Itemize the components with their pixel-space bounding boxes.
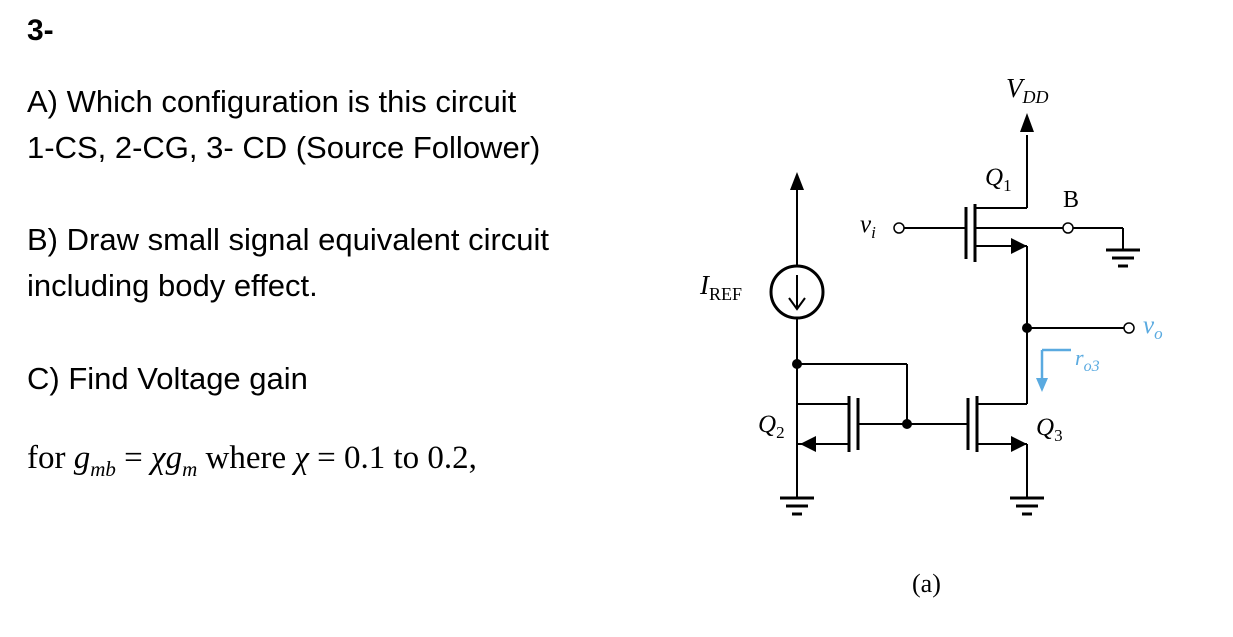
ground-icon: [1106, 248, 1140, 268]
part-c-line-1: C) Find Voltage gain: [27, 361, 308, 396]
q1-source-arrow: [1011, 238, 1027, 254]
ground-icon: [780, 496, 814, 516]
question-number: 3-: [27, 14, 54, 47]
b-label: B: [1063, 187, 1079, 213]
vdd-arrow: [1020, 113, 1034, 132]
q2-transistor: [797, 396, 968, 452]
ro3-indicator: [1040, 348, 1071, 382]
vdd-label: VDD: [1006, 73, 1049, 107]
q1-transistor: [904, 135, 1063, 404]
part-a-line-1: A) Which configuration is this circuit: [27, 84, 517, 119]
vi-label: vi: [860, 211, 876, 242]
ro3-label: ro3: [1075, 345, 1100, 375]
part-a-line-2: 1-CS, 2-CG, 3- CD (Source Follower): [27, 130, 541, 165]
gate-node: [902, 419, 912, 429]
vo-label: vo: [1143, 312, 1163, 343]
part-b-line-1: B) Draw small signal equivalent circuit: [27, 222, 550, 257]
q2-source-arrow: [800, 436, 816, 452]
part-b-line-2: including body effect.: [27, 268, 318, 303]
iref-label: IREF: [699, 270, 742, 304]
gain-condition-formula: for gmb = χgm where χ = 0.1 to 0.2,: [27, 440, 477, 481]
iref-current-source: [769, 264, 825, 320]
q3-label: Q3: [1036, 414, 1063, 445]
b-terminal: [1062, 222, 1074, 234]
q3-source-arrow: [1011, 436, 1027, 452]
figure-caption: (a): [912, 569, 941, 598]
ground-icon: [1010, 496, 1044, 516]
q1-label: Q1: [985, 164, 1012, 195]
diode-connection: [797, 363, 908, 424]
vo-output-terminal: [1123, 322, 1135, 334]
vi-input-terminal: [893, 222, 905, 234]
q2-label: Q2: [758, 411, 785, 442]
ro3-arrow: [1036, 378, 1048, 392]
left-supply-arrow: [790, 172, 804, 190]
